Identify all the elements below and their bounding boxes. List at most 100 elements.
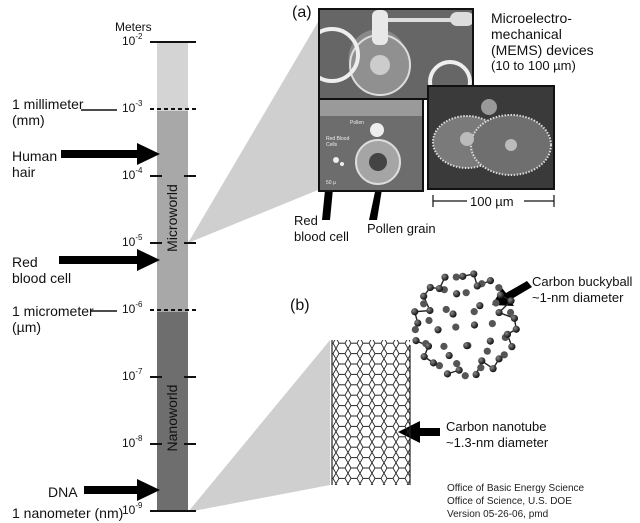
nanoworld-label: Nanoworld [164, 384, 180, 452]
buckyball-atom [473, 282, 481, 290]
buckyball-atom [477, 364, 485, 372]
buckyball-atom [455, 366, 463, 374]
buckyball-label: Carbon buckyball ~1-nm diameter [532, 274, 633, 305]
tick-label--7: 10-7 [122, 367, 143, 383]
buckyball-atom [452, 273, 460, 281]
meters-unit-label: Meters [115, 20, 152, 34]
buckyball-atom [507, 297, 515, 305]
buckyball-atom [486, 337, 494, 345]
buckyball-atom [425, 316, 433, 325]
nanometer-label: 1 nanometer (nm) [12, 505, 124, 521]
buckyball-atom [424, 342, 433, 350]
tick-base: 10 [122, 369, 136, 383]
panel-b-label: (b) [290, 297, 310, 314]
buckyball-atom [441, 273, 449, 281]
photo-pollen-text: Pollen [350, 120, 364, 126]
tick-label--6: 10-6 [122, 300, 143, 316]
panel-b-funnel [188, 340, 330, 512]
micrometer-label: 1 micrometer (µm) [12, 303, 94, 335]
buckyball-atom [429, 359, 437, 367]
tick-base: 10 [122, 101, 136, 115]
buckyball-pointer-arrow [492, 281, 532, 306]
tick-base: 10 [122, 34, 136, 48]
buckyball-atom [412, 337, 420, 345]
panel-a-funnel [188, 22, 318, 243]
tick-exponent: -2 [135, 32, 143, 41]
buckyball-atom [453, 290, 461, 298]
tick-exponent: -9 [135, 501, 143, 510]
buckyball-atom [483, 347, 491, 355]
buckyball-atom [435, 362, 444, 370]
tick-exponent: -4 [135, 166, 143, 175]
buckyball-atom [420, 300, 428, 308]
buckyball-atom [420, 353, 428, 361]
tick-base: 10 [122, 302, 136, 316]
human-hair-label: Human hair [12, 148, 58, 180]
pollen-grain-label: Pollen grain [367, 221, 436, 236]
buckyball-atom [500, 351, 508, 359]
buckyball-atom [492, 299, 500, 307]
buckyball-atom [495, 308, 503, 317]
buckyball-atom [478, 357, 486, 365]
buckyball-atom [495, 284, 503, 292]
tick-label--8: 10-8 [122, 434, 142, 450]
scale-bar-100um [432, 195, 555, 207]
buckyball-atom [449, 310, 457, 318]
buckyball-atom [472, 370, 480, 379]
buckyball-atom [426, 283, 434, 292]
scale-bar-nanoworld [157, 312, 188, 512]
buckyball-atom [495, 355, 503, 363]
buckyball-atom [462, 289, 470, 297]
tick-label--3: 10-3 [122, 99, 143, 115]
buckyball-atom [459, 272, 467, 280]
buckyball-atom [476, 302, 484, 310]
buckyball-atom [461, 372, 469, 380]
tick-base: 10 [122, 436, 136, 450]
tick-lines [150, 41, 196, 512]
dna-arrow [84, 479, 160, 501]
buckyball-atom [452, 323, 460, 331]
buckyball-atom [488, 320, 496, 328]
buckyball-atom [496, 291, 505, 299]
buckyball-atom [435, 284, 443, 293]
gears-right-graphic [432, 99, 552, 176]
tick-label--9: 10-9 [122, 501, 143, 517]
buckyball-atom [508, 343, 516, 351]
buckyball-atom [510, 314, 519, 322]
tick-label--5: 10-5 [122, 233, 142, 249]
scale-bar-100um-label: 100 µm [470, 194, 514, 209]
scale-bar-top [157, 42, 188, 111]
mems-gear-photo-top [318, 8, 474, 100]
tick-base: 10 [122, 168, 136, 182]
buckyball-atom [426, 306, 434, 315]
human-hair-arrow [61, 143, 160, 165]
buckyball-atom [411, 326, 419, 334]
carbon-buckyball [411, 270, 520, 380]
buckyball-atom [414, 319, 422, 327]
tick-label--4: 10-4 [122, 166, 143, 182]
buckyball-atom [420, 292, 428, 300]
buckyball-atom [434, 326, 442, 334]
carbon-nanotube [331, 340, 411, 485]
tick-base: 10 [122, 235, 136, 249]
panel-a-label: (a) [292, 4, 312, 21]
scale-bar-microworld [157, 111, 188, 312]
tick-exponent: -3 [135, 99, 143, 108]
buckyball-atom [463, 342, 471, 350]
mems-gears-photo-right [427, 85, 555, 190]
buckyball-atom [443, 370, 452, 378]
red-blood-cell-label: Red blood cell [12, 254, 72, 286]
tick-base: 10 [122, 503, 136, 517]
tick-exponent: -7 [135, 367, 143, 376]
buckyball-atom [442, 305, 450, 314]
red-blood-cell-arrow [59, 249, 160, 271]
tick-label--2: 10-2 [122, 32, 143, 48]
credits: Office of Basic Energy Science Office of… [447, 483, 585, 520]
pollen-gear-graphic [320, 100, 422, 185]
buckyball-atom [489, 365, 497, 373]
buckyball-atom [512, 325, 520, 333]
nanotube-label: Carbon nanotube ~1.3-nm diameter [446, 419, 549, 450]
tick-exponent: -6 [135, 300, 143, 309]
buckyball-atom [470, 308, 478, 316]
